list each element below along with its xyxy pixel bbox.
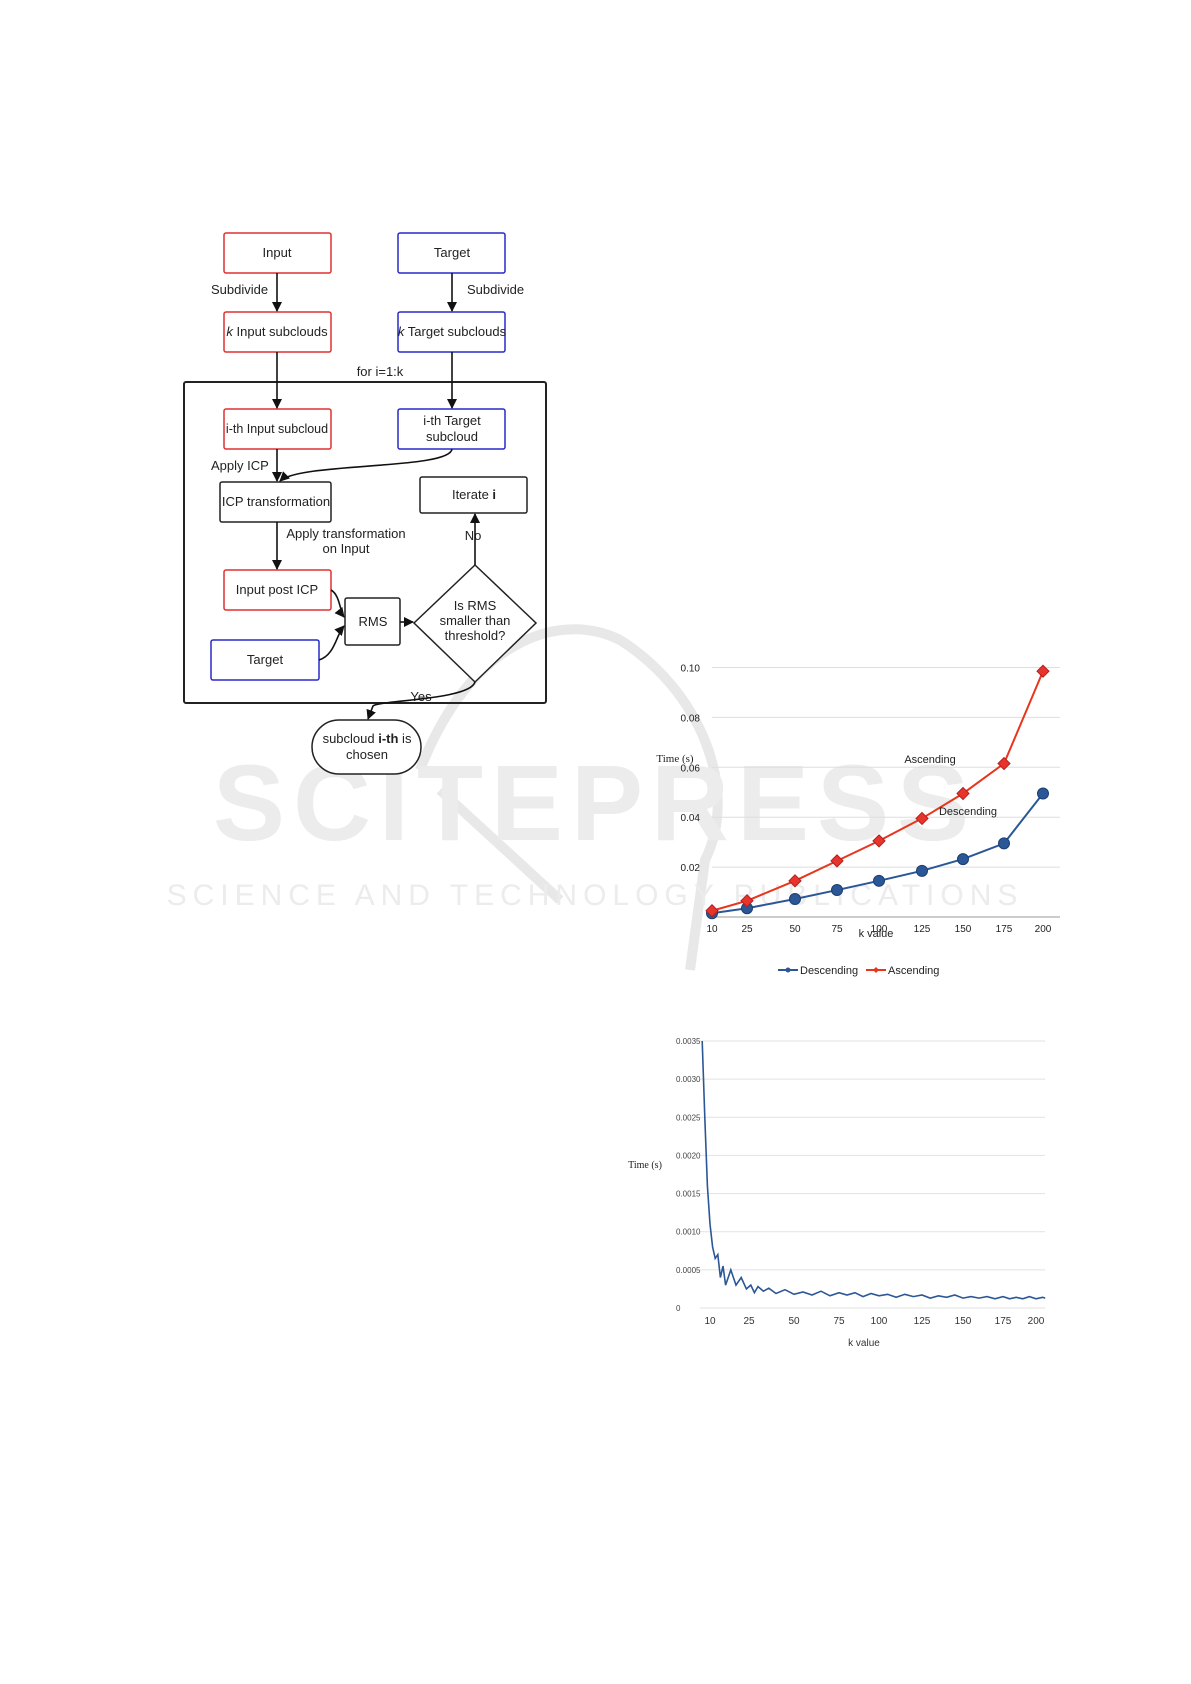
chart1-legend-marker-descending [785,967,791,973]
chart1-point-ascending [997,756,1011,771]
chart2-x-tick-label: 50 [788,1316,800,1327]
chart1-annotation-descending: Descending [939,806,997,818]
chart1-point-ascending [915,811,929,826]
chart1-point-descending [1037,787,1049,800]
flow-arrows [272,273,480,720]
chart1-point-descending [789,893,801,906]
decision-line3: threshold? [445,628,506,643]
chart1-y-tick-label: 0.06 [681,763,701,774]
chart1-x-tick-label: 25 [741,924,753,935]
chart1-legend-label-descending: Descending [800,965,858,977]
chart2-y-tick-label: 0.0020 [676,1151,701,1160]
chart1-point-descending [998,837,1010,850]
target-bottom-label: Target [247,652,284,667]
chart2-labels: 0 0.0005 0.0010 0.0015 0.0020 0.0025 0.0030 0.0… [628,1037,1045,1349]
chart2-x-axis-label: k value [848,1338,880,1349]
icp-transformation-box [219,481,332,523]
k-input-subclouds-label: k Input subclouds [226,324,328,339]
chart1-x-tick-label: 125 [914,924,931,935]
chart2-y-tick-label: 0.0010 [676,1228,701,1237]
chart1-point-ascending [830,854,844,868]
chart1-y-tick-label: 0.10 [681,663,701,674]
input-label: Input [263,245,292,260]
chart1-x-tick-label: 50 [789,924,801,935]
chart2-y-tick-label: 0.0025 [676,1113,701,1122]
chart2-x-tick-label: 100 [871,1316,888,1327]
icp-transformation-label: ICP transformation [222,494,330,509]
chart2-x-tick-label: 150 [955,1316,972,1327]
subcloud-chosen-terminal [311,719,422,775]
chart1-y-tick-label: 0.08 [681,713,701,724]
chart1-x-tick-label: 150 [955,924,972,935]
chart1-x-tick-label: 75 [831,924,843,935]
subdivide-left-label: Subdivide [211,282,268,297]
decision-line1: Is RMS [454,598,497,613]
chart1-x-axis-label: k value [859,928,894,940]
no-label: No [465,528,482,543]
chosen-line2: chosen [346,747,388,762]
chart2-y-tick-label: 0 [676,1304,681,1313]
chart1-y-tick-label: 0.02 [681,863,701,874]
apply-transform-line1: Apply transformation [286,526,405,541]
chart2-x-tick-label: 175 [995,1316,1012,1327]
chart1-point-ascending [740,894,754,908]
chart2-y-axis-label: Time (s) [628,1160,662,1171]
chart1-series [705,664,1050,920]
chart2-grid [700,1040,1045,1309]
loop-label: for i=1:k [357,364,404,379]
chosen-line1: subcloud i-th is [323,731,412,746]
chart2-y-tick-label: 0.0035 [676,1037,701,1046]
chart1-x-tick-label: 175 [996,924,1013,935]
apply-transform-line2: on Input [323,541,370,556]
chart1-annotation-ascending: Ascending [904,754,955,766]
chart2-x-tick-label: 125 [914,1316,931,1327]
chart1-point-ascending [788,874,802,888]
chart1-y-axis-label: Time (s) [656,753,694,765]
ith-input-subcloud-label: i-th Input subcloud [226,422,328,436]
chart1-x-tick-label: 200 [1035,924,1052,935]
chart1-point-descending [873,874,885,887]
chart1-point-ascending [705,904,719,918]
chart1-labels: 0.02 0.04 0.06 0.08 0.10 10 25 50 75 100 125 150 175… [656,663,1051,977]
chart1-point-ascending [872,834,886,848]
arrow-target-rms [318,625,345,661]
ith-target-line1: i-th Target [423,413,481,428]
chart2-y-tick-label: 0.0005 [676,1266,701,1275]
rms-label: RMS [359,614,388,629]
chart1-legend-label-ascending: Ascending [888,965,939,977]
chart2-x-tick-label: 200 [1028,1316,1045,1327]
arrow-postcp-rms [330,589,345,618]
chart2-series-line [701,1040,1046,1300]
arrow-target-icp [279,448,453,482]
decision-line2: smaller than [440,613,511,628]
chart1-x-tick-label: 100 [871,924,888,935]
apply-icp-label: Apply ICP [211,458,269,473]
input-post-icp-label: Input post ICP [236,582,318,597]
subdivide-right-label: Subdivide [467,282,524,297]
ith-target-line2: subcloud [426,429,478,444]
chart1-point-ascending [956,786,970,801]
chart1-point-descending [831,884,843,897]
target-label: Target [434,245,471,260]
chart1-point-descending [957,853,969,866]
chart2-x-tick-label: 75 [833,1316,845,1327]
chart1-point-ascending [1036,664,1050,678]
k-target-subclouds-label: k Target subclouds [398,324,507,339]
loop-frame [183,381,547,704]
chart2-x-tick-label: 25 [743,1316,755,1327]
iterate-label: Iterate i [452,487,496,502]
chart1-point-descending [916,864,928,877]
arrow-decision-chosen [366,681,476,720]
chart2-y-tick-label: 0.0015 [676,1190,701,1199]
chart1-y-tick-label: 0.04 [681,813,701,824]
chart1-legend-marker-ascending [873,967,879,973]
chart2-series [701,1040,1046,1300]
chart2-x-tick-label: 10 [704,1316,716,1327]
chart1-x-tick-label: 10 [706,924,718,935]
chart2-y-tick-label: 0.0030 [676,1075,701,1084]
